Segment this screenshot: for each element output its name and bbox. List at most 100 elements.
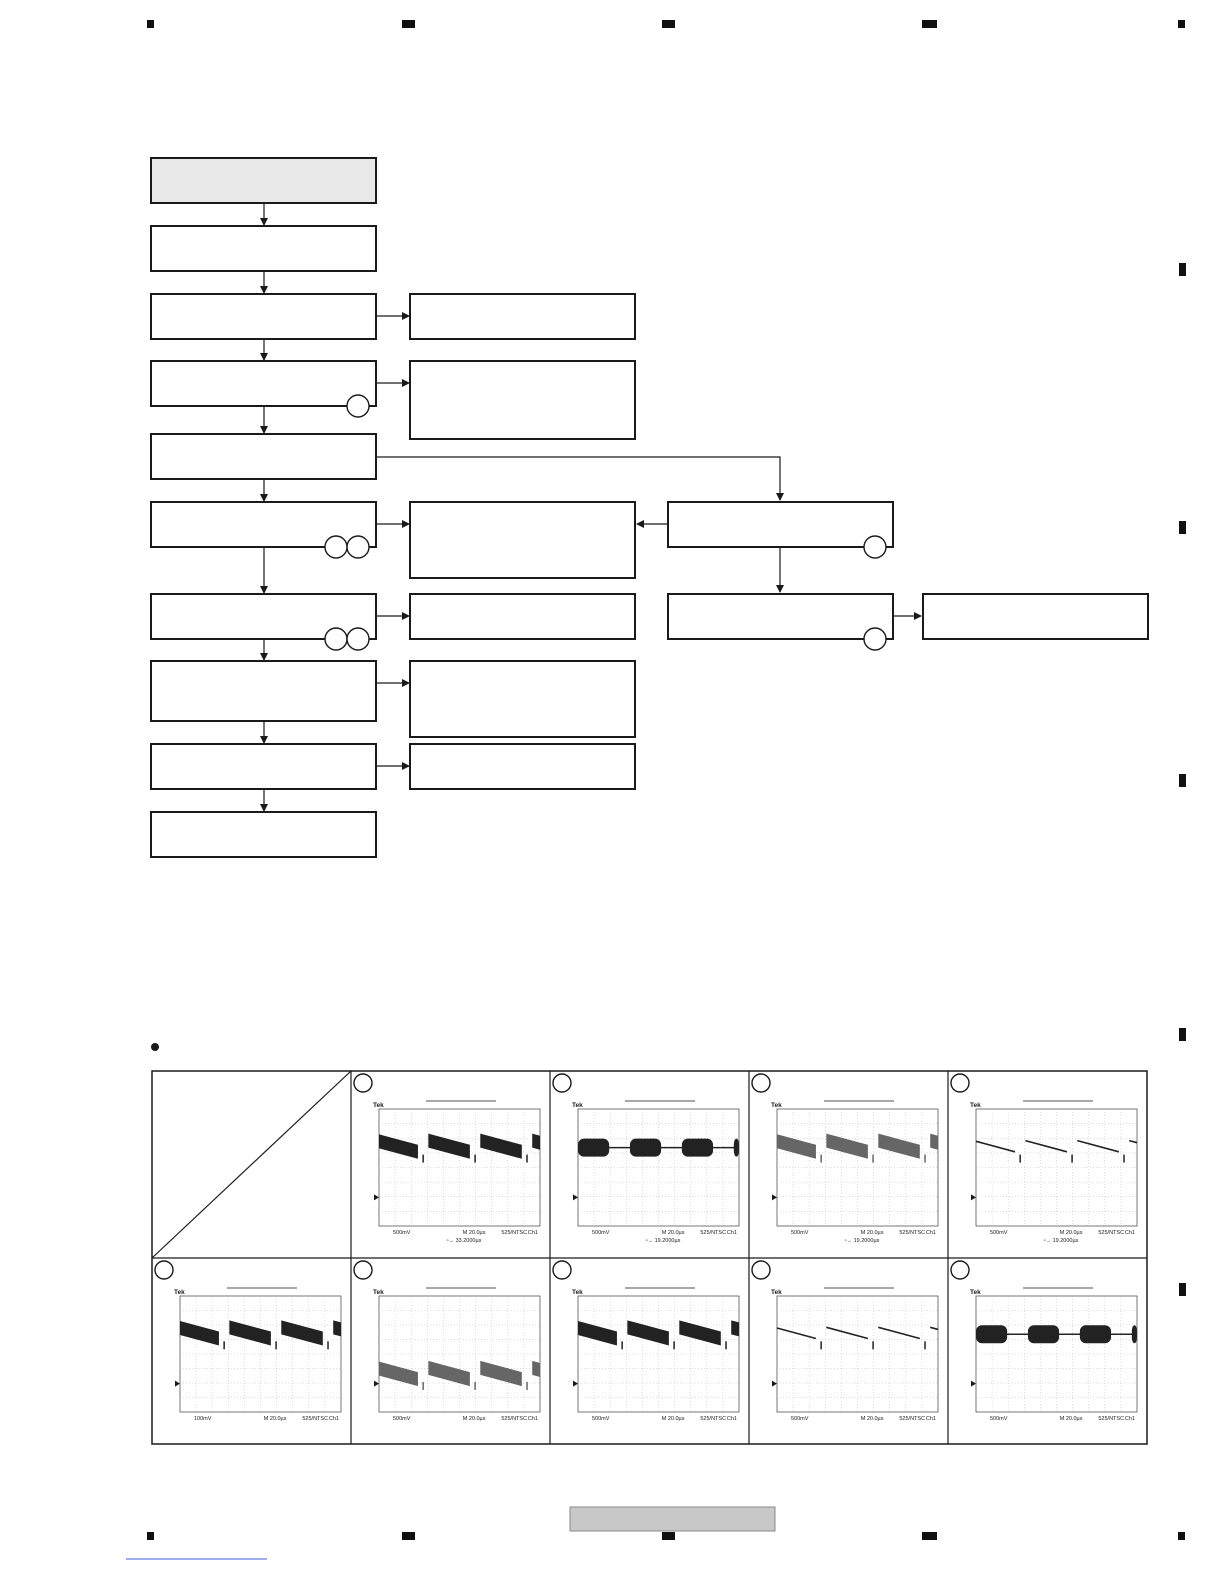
scope-4-video-standard: 525/NTSC — [1098, 1230, 1124, 1236]
scope-3-cursor-delta: ▫→ 19.2000µs — [845, 1238, 880, 1244]
scope-2-brand: Tek — [572, 1102, 583, 1109]
reg-mark-top-1 — [147, 20, 154, 28]
scope-7-brand: Tek — [572, 1289, 583, 1296]
scope-7-number-marker — [552, 1260, 572, 1280]
scope-3-ground-marker — [772, 1194, 777, 1201]
scope-2-screen — [577, 1108, 740, 1227]
scope-9-channel: Ch1 — [1125, 1416, 1135, 1422]
flow-branch-2-box — [667, 593, 894, 640]
scope-4-brand: Tek — [970, 1102, 981, 1109]
flow-result-step-8-box — [409, 660, 636, 738]
scope-8-trace-ramp — [878, 1326, 921, 1340]
scope-8-volts-per-div: 500mV — [791, 1416, 809, 1422]
scope-5-channel: Ch1 — [329, 1416, 339, 1422]
scope-2-cursor-delta: ▫→ 19.2000µs — [646, 1238, 681, 1244]
scope-7-trace-ramp-band — [679, 1320, 721, 1346]
reg-mark-bottom-2 — [402, 1532, 415, 1540]
scope-4-trace-ramp — [975, 1140, 1016, 1153]
scope-5-trace-ramp-band — [180, 1321, 219, 1346]
scope-1-volts-per-div: 500mV — [393, 1230, 411, 1236]
flow-step-6-marker-1 — [324, 535, 348, 559]
scope-6-trace-ramp-band — [428, 1360, 470, 1387]
bullet-point — [151, 1043, 159, 1051]
scope-9-volts-per-div: 500mV — [990, 1416, 1008, 1422]
scope-4-cursor-delta: ▫→ 19.2000µs — [1044, 1238, 1079, 1244]
flow-branch-3-box — [922, 593, 1149, 640]
registration-marks — [147, 20, 1186, 1540]
scope-7-trace-ramp-band — [627, 1320, 669, 1346]
scope-6-time-per-div: M 20.0µs — [463, 1416, 486, 1422]
scope-7-channel: Ch1 — [727, 1416, 737, 1422]
scope-7-volts-per-div: 500mV — [592, 1416, 610, 1422]
reg-mark-bottom-1 — [147, 1532, 154, 1540]
scope-3-number-marker — [751, 1073, 771, 1093]
flow-step-3-box — [150, 293, 377, 340]
scope-3-screen — [776, 1108, 939, 1227]
flow-result-step-3-box — [409, 293, 636, 340]
scope-8-ground-marker — [772, 1380, 777, 1387]
flow-branch-1-box — [667, 501, 894, 548]
flow-branch-2-marker-1 — [863, 627, 887, 651]
reg-mark-top-3 — [662, 20, 675, 28]
scope-1-channel: Ch1 — [528, 1230, 538, 1236]
scope-2-number-marker — [552, 1073, 572, 1093]
flow-result-step-7-box — [409, 593, 636, 640]
scope-9-video-standard: 525/NTSC — [1098, 1416, 1124, 1422]
page-number-tab — [569, 1506, 776, 1532]
scope-4-ground-marker — [971, 1194, 976, 1201]
reg-mark-side-2 — [1179, 521, 1186, 534]
scope-5-ground-marker — [175, 1380, 180, 1387]
scope-7-video-standard: 525/NTSC — [700, 1416, 726, 1422]
scope-5-number-marker — [154, 1260, 174, 1280]
scope-5-trace-ramp-band — [333, 1320, 341, 1337]
scope-6-trace-ramp-band — [532, 1360, 540, 1378]
scope-1-ground-marker — [374, 1194, 379, 1201]
scope-9-time-per-div: M 20.0µs — [1060, 1416, 1083, 1422]
reg-mark-top-4 — [922, 20, 937, 28]
scope-6-brand: Tek — [373, 1289, 384, 1296]
flow-step-8-box — [150, 660, 377, 722]
scope-6-ground-marker — [374, 1380, 379, 1387]
scope-7-time-per-div: M 20.0µs — [662, 1416, 685, 1422]
flow-step-7-marker-2 — [346, 627, 370, 651]
reg-mark-bottom-3 — [662, 1532, 675, 1540]
scope-3-video-standard: 525/NTSC — [899, 1230, 925, 1236]
scope-3-channel: Ch1 — [926, 1230, 936, 1236]
scope-4-trace-ramp — [1129, 1139, 1138, 1144]
scope-6-trace-ramp-band — [379, 1361, 418, 1387]
reg-mark-side-3 — [1179, 774, 1186, 787]
reg-mark-top-2 — [402, 20, 415, 28]
scope-4-channel: Ch1 — [1125, 1230, 1135, 1236]
scope-6-trace-ramp-band — [480, 1360, 522, 1387]
scope-3-trace-ramp-band — [777, 1134, 816, 1159]
flow-step-1-box — [150, 157, 377, 204]
scope-8-brand: Tek — [771, 1289, 782, 1296]
scope-3-trace-ramp-band — [878, 1133, 920, 1159]
scope-8-video-standard: 525/NTSC — [899, 1416, 925, 1422]
scope-9-number-marker — [950, 1260, 970, 1280]
troubleshooting-flowchart — [150, 157, 1149, 858]
flow-step-7-marker-1 — [324, 627, 348, 651]
scope-1-screen — [378, 1108, 541, 1227]
scope-5-trace-ramp-band — [229, 1320, 271, 1346]
scope-8-trace-ramp — [776, 1327, 817, 1340]
scope-6-volts-per-div: 500mV — [393, 1416, 411, 1422]
flow-step-9-box — [150, 743, 377, 790]
flow-step-2-box — [150, 225, 377, 272]
scope-4-trace-ramp — [1077, 1139, 1120, 1153]
scope-3-volts-per-div: 500mV — [791, 1230, 809, 1236]
scope-4-number-marker — [950, 1073, 970, 1093]
scope-5-brand: Tek — [174, 1289, 185, 1296]
scope-1-trace-ramp-band — [379, 1134, 418, 1159]
scope-8-channel: Ch1 — [926, 1416, 936, 1422]
flow-step-4-box — [150, 360, 377, 407]
flow-step-6-marker-2 — [346, 535, 370, 559]
